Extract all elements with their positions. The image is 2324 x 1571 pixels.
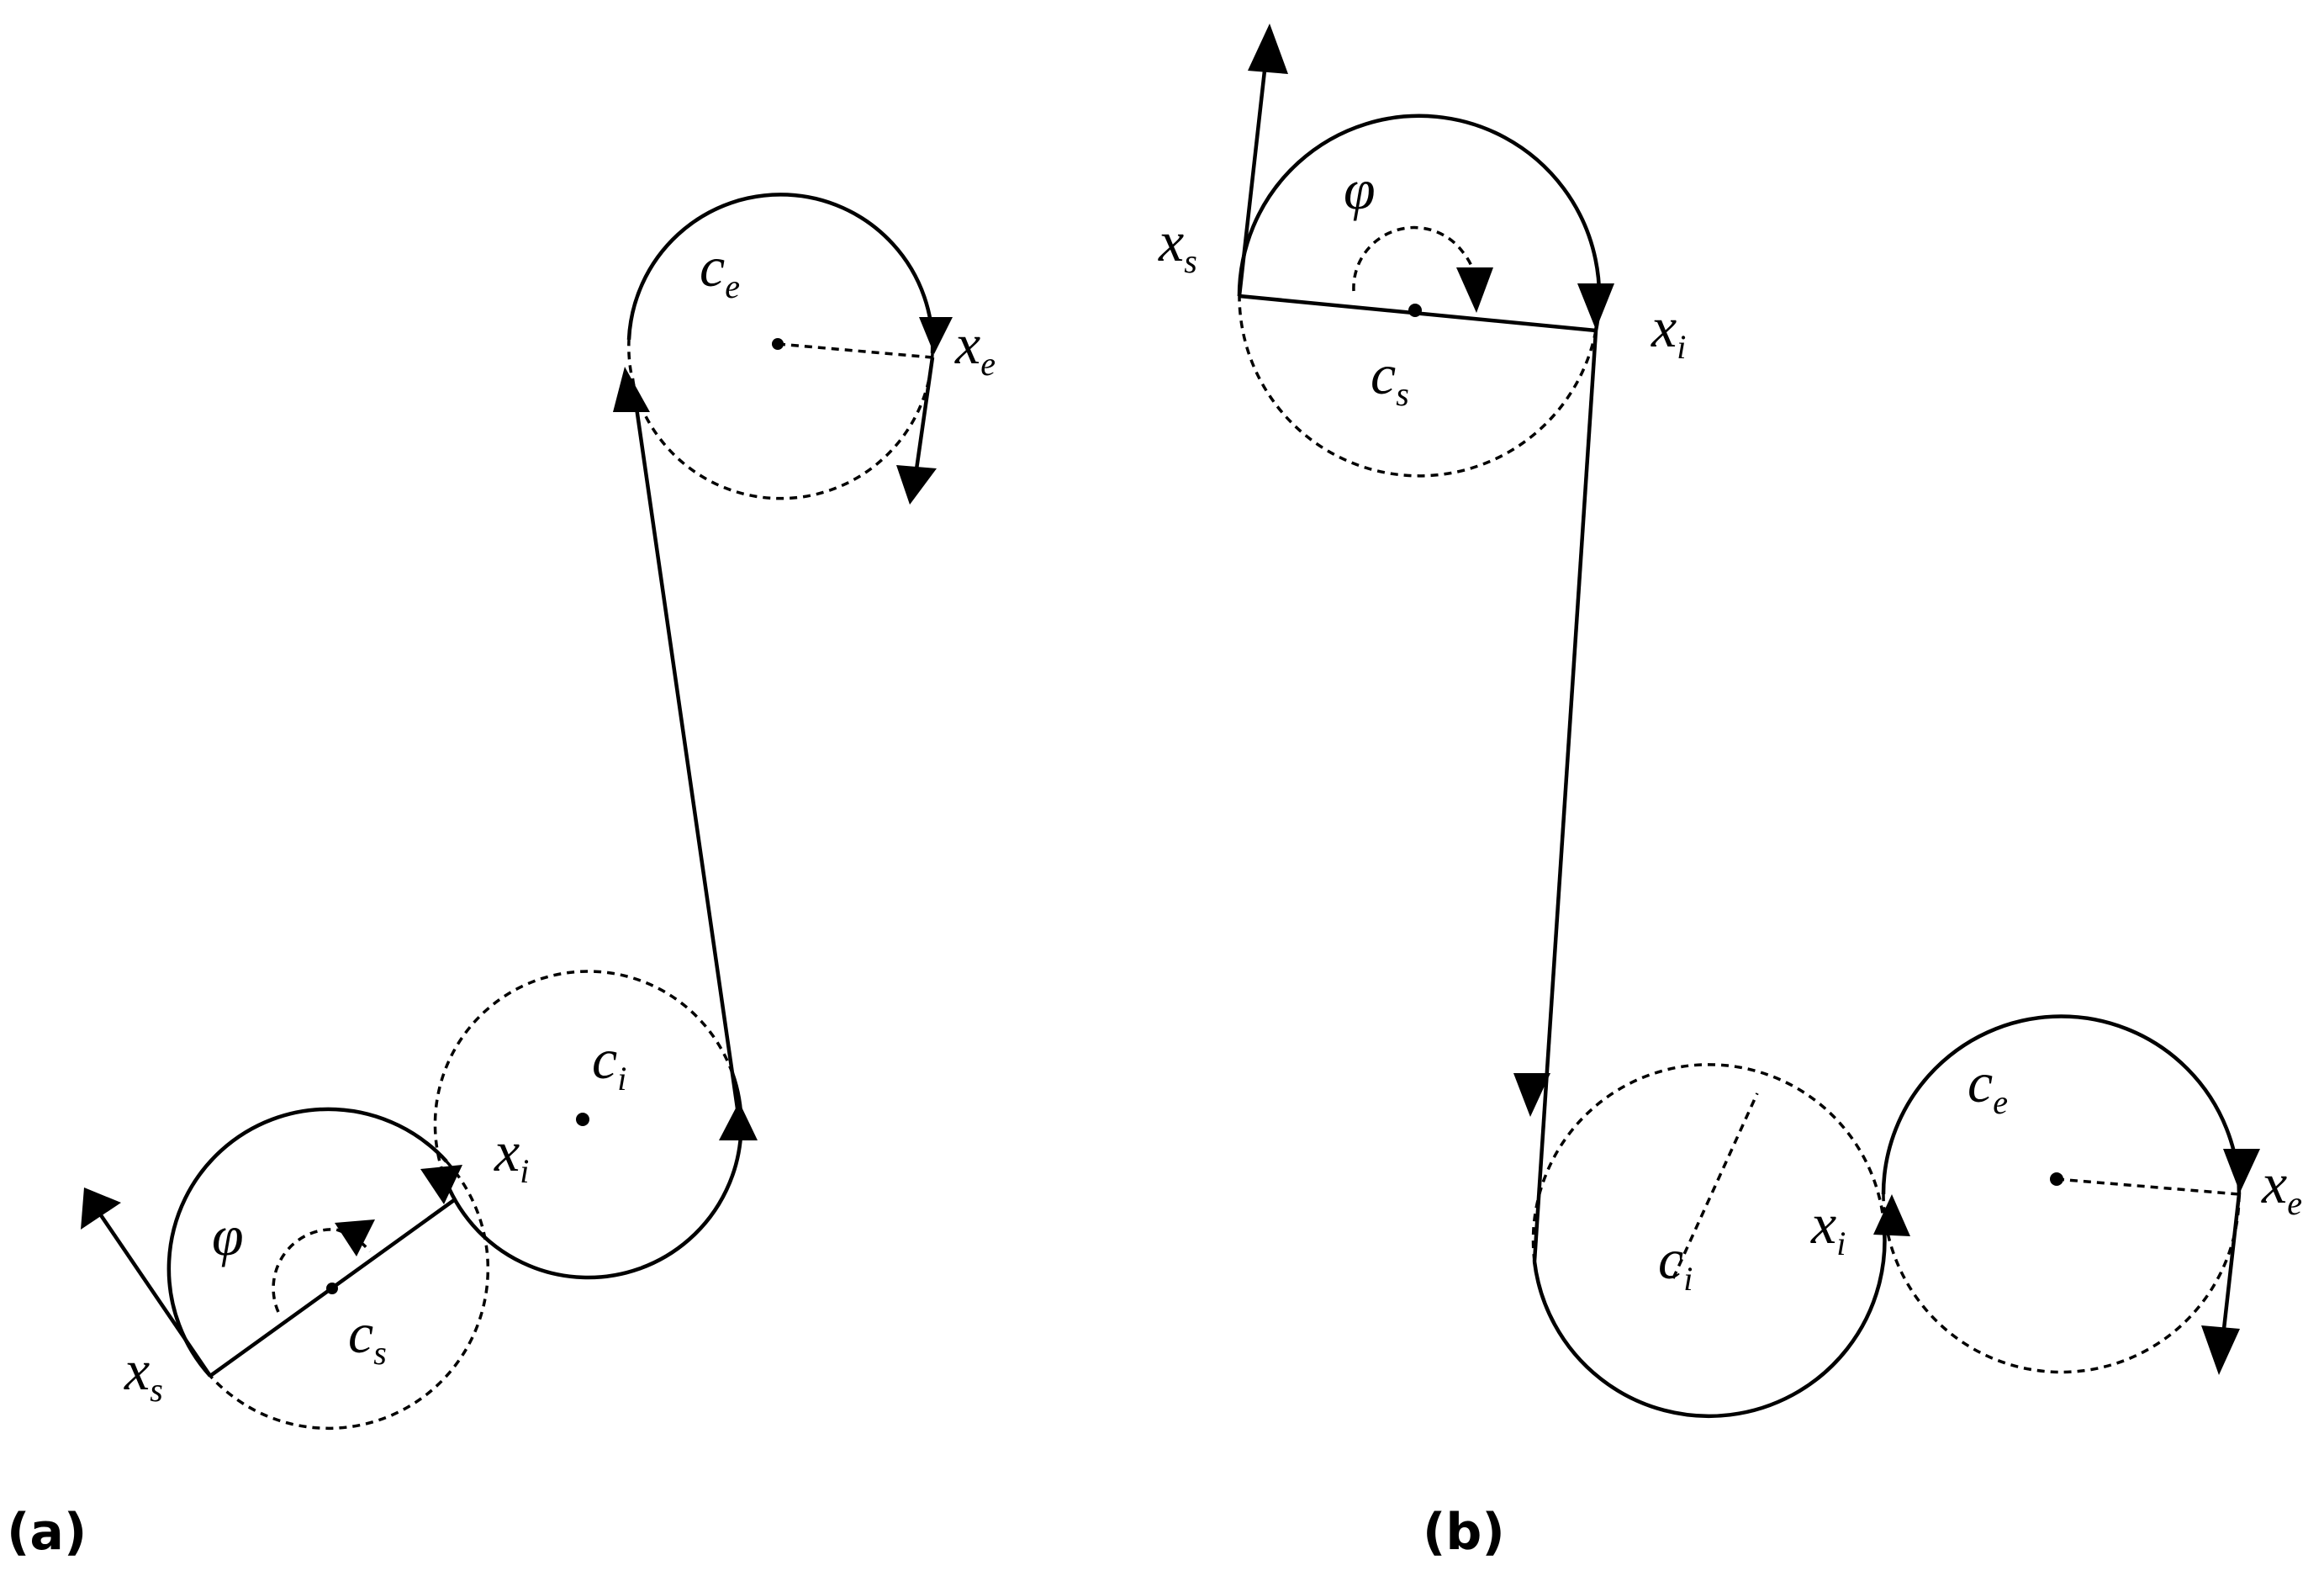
panel-a-ci-arc-arrow — [719, 1102, 758, 1140]
panel-a-intermediate-circle — [433, 970, 743, 1280]
panel-b-intermediate-circle — [1531, 1063, 1887, 1419]
panel-b-label-ce: ce — [1967, 1050, 2008, 1121]
panel-b-phi-arc — [1352, 225, 1476, 292]
panel-b-initial-heading-arrow — [1248, 24, 1288, 74]
panel-a-intermediate-center-dot — [576, 1113, 589, 1126]
panel-a-final-heading-line — [913, 357, 935, 476]
panel-a-initial-heading-arrow — [81, 1188, 121, 1230]
panel-b-xi-arrow — [1577, 283, 1614, 330]
panel-b-label-xi-bottom: xi — [1810, 1192, 1846, 1262]
panel-b-caption: (b) — [1423, 1503, 1505, 1562]
panel-a-tangent-segment-arrow — [613, 367, 650, 412]
panel-b-label-xs: xs — [1158, 209, 1197, 280]
panel-a-label-ci: ci — [592, 1027, 626, 1098]
panel-a-final-heading-arrow — [896, 465, 937, 505]
panel-b-start-center-dot — [1408, 304, 1422, 317]
panel-b-label-cs: cs — [1371, 342, 1409, 413]
panel-b-phi-arrow — [1456, 267, 1493, 313]
panel-b-final-heading-line — [2221, 1193, 2242, 1330]
panel-b-label-xe: xe — [2261, 1151, 2302, 1222]
panel-b-label-xi-top: xi — [1651, 295, 1686, 366]
panel-a-end-radius — [777, 342, 933, 359]
panel-a-ce-arc-arrow — [919, 317, 953, 354]
panel-a-start-circle — [166, 1107, 489, 1430]
panel-a-end-circle — [626, 193, 935, 500]
panel-a-initial-heading-line — [99, 1214, 212, 1378]
panel-b-ci-arc-arrow — [1873, 1194, 1910, 1236]
panel-b: xs φ xi cs ci xi ce xe (b) — [1158, 24, 2302, 1562]
panel-a-tangent-segment — [630, 378, 740, 1109]
panel-b-end-circle — [1881, 1014, 2242, 1374]
panel-a-tangent-arrow — [420, 1165, 462, 1204]
panel-b-final-heading-arrow — [2201, 1325, 2240, 1375]
panel-b-intermediate-radius — [1672, 1092, 1759, 1279]
panel-a-start-center-dot — [326, 1283, 338, 1294]
panel-a-label-xi: xi — [494, 1119, 529, 1190]
panel-a-caption: (a) — [7, 1503, 87, 1562]
panel-a-label-cs: cs — [348, 1301, 387, 1372]
panel-b-start-circle — [1237, 114, 1602, 478]
panel-a-label-phi: φ — [212, 1203, 244, 1267]
panel-a: ce xe ci xi φ cs xs (a) — [7, 193, 996, 1562]
panel-b-tangent-segment-arrow — [1513, 1073, 1550, 1117]
panel-b-label-ci: ci — [1658, 1227, 1693, 1298]
panel-a-label-ce: ce — [700, 235, 740, 305]
panel-b-tangent-segment — [1532, 330, 1598, 1262]
panel-b-initial-heading-line — [1237, 70, 1267, 297]
panel-a-label-xs: xs — [124, 1338, 163, 1409]
panel-a-label-xe: xe — [954, 312, 996, 383]
panel-b-label-phi: φ — [1344, 157, 1376, 221]
panel-b-ce-arc-arrow — [2223, 1149, 2260, 1193]
panel-b-end-radius — [2056, 1177, 2240, 1196]
panel-a-phi-arrow — [335, 1219, 375, 1256]
